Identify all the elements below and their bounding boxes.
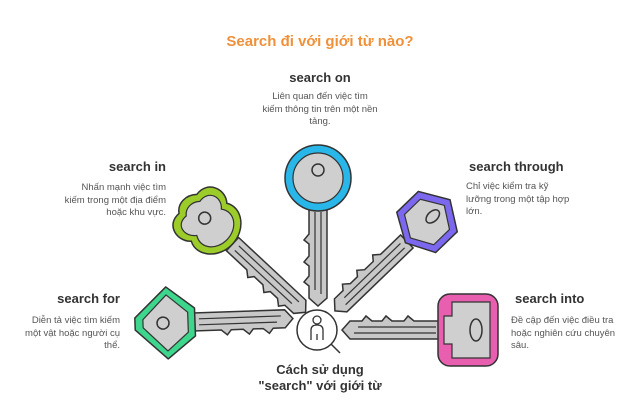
description-search-through: Chỉ việc kiểm tra kỹ lưỡng trong một tập… [466,181,570,217]
person-search-icon [296,309,341,354]
description-search-into: Đề cập đến việc điều tra hoặc nghiên cứu… [511,315,616,351]
key-search-through [324,190,459,319]
description-search-on: Liên quan đến việc tìm kiếm thông tin tr… [262,91,378,127]
page-title: Search đi với giới từ nào? [226,33,414,50]
description-search-in: Nhấn mạnh việc tìm kiếm trong một địa đi… [64,182,166,218]
key-search-into [341,293,499,367]
heading-search-for: search for [57,291,120,306]
description-search-for: Diễn tả việc tìm kiếm một vật hoặc người… [25,315,120,351]
key-search-on [284,144,352,307]
heading-search-through: search through [469,159,564,174]
heading-search-in: search in [108,159,166,174]
heading-search-into: search into [515,291,585,306]
key-search-in [172,186,313,324]
center-label: Cách sử dụng "search" với giới từ [258,362,382,393]
key-search-for [134,286,295,360]
heading-search-on: search on [289,70,351,85]
